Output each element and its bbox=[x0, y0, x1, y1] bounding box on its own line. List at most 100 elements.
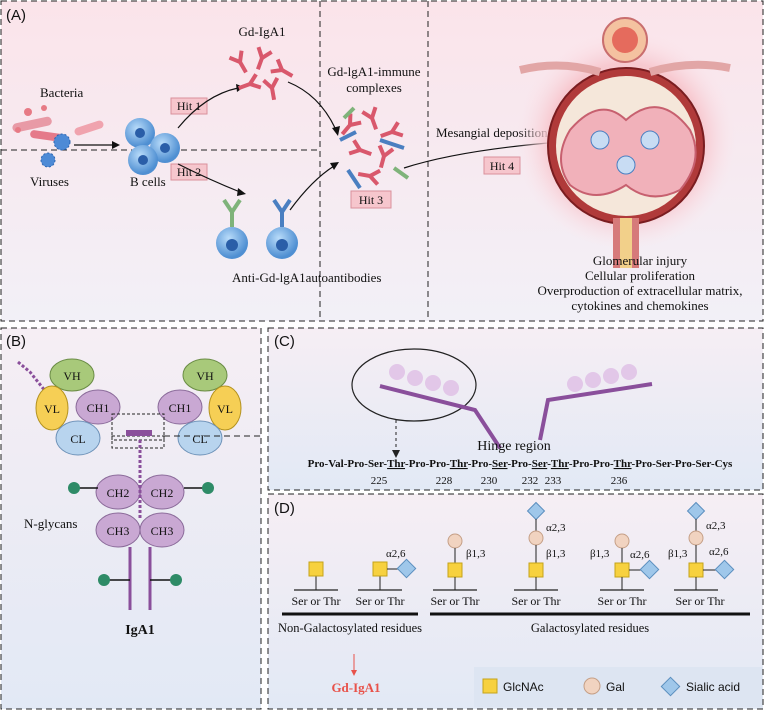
ch1-right-label: CH1 bbox=[169, 401, 192, 415]
cl-left-label: CL bbox=[70, 432, 85, 446]
hinge-glycan-chain bbox=[17, 360, 48, 393]
panel-c-frame bbox=[267, 327, 764, 491]
ch3-right-label: CH3 bbox=[151, 524, 174, 538]
residue-number-225: 225 bbox=[371, 475, 388, 487]
hit3-label: Hit 3 bbox=[359, 193, 383, 207]
sialic-diamond-4 bbox=[526, 501, 546, 521]
infection-arrowhead bbox=[112, 141, 120, 149]
sequence-site-7: Ser bbox=[532, 458, 548, 470]
alpha26-label-6: α2,6 bbox=[709, 546, 729, 558]
ch2-left-label: CH2 bbox=[107, 486, 130, 500]
sequence-site-11: Thr bbox=[614, 458, 632, 470]
bacteria-icon bbox=[12, 105, 104, 142]
vl-left bbox=[35, 385, 69, 431]
sequence-segment-4: -Pro- bbox=[468, 458, 493, 470]
legend-gal-label: Gal bbox=[606, 680, 625, 694]
ser-thr-label-6: Ser or Thr bbox=[675, 594, 724, 608]
b-cells-icon bbox=[125, 118, 180, 175]
outcome-line4: cytokines and chemokines bbox=[571, 298, 708, 313]
ser-thr-label-3: Ser or Thr bbox=[430, 594, 479, 608]
hit2-arrowhead bbox=[237, 188, 246, 196]
autoantibody-cells-icon bbox=[216, 198, 298, 259]
alpha23-label-4: α2,3 bbox=[546, 522, 566, 534]
beta13-label-5: β1,3 bbox=[590, 548, 610, 560]
panel-b: (B) VH VL CH1 CL VH VL CH1 CL CH2 CH2 CH… bbox=[0, 327, 262, 710]
hit2-label: Hit 2 bbox=[177, 165, 201, 179]
glcnac-square-3 bbox=[447, 562, 463, 578]
gal-circle-4 bbox=[528, 530, 544, 546]
residue-numbers: 225 228 230 232 233 236 bbox=[371, 475, 628, 487]
gd-pointer-arrowhead bbox=[351, 670, 357, 676]
vh-right-label: VH bbox=[196, 369, 214, 383]
gal-circle-5 bbox=[614, 533, 630, 549]
nglycans-label: N-glycans bbox=[24, 516, 77, 531]
vl-right bbox=[208, 385, 242, 431]
glycan-structure-6: α2,3 β1,3 α2,6 Ser or Thr bbox=[668, 501, 735, 608]
viruses-label: Viruses bbox=[30, 174, 69, 189]
sequence-segment-2: -Pro-Pro- bbox=[405, 458, 450, 470]
iga1-title: IgA1 bbox=[125, 623, 155, 638]
hit1-box bbox=[170, 97, 208, 115]
hit2-box bbox=[170, 163, 208, 181]
glcnac-square-1 bbox=[308, 561, 324, 577]
nglycan-ur bbox=[202, 482, 214, 494]
b-cells-label: B cells bbox=[130, 174, 166, 189]
glycan-highlight-ellipse bbox=[351, 348, 477, 422]
vl-right-label: VL bbox=[217, 402, 233, 416]
glycan-structure-5: β1,3 α2,6 Ser or Thr bbox=[590, 533, 660, 608]
legend-glcnac-icon bbox=[482, 678, 498, 694]
sequence-site-9: Thr bbox=[551, 458, 569, 470]
ch3-right bbox=[139, 512, 185, 548]
hinge-chain-right bbox=[538, 382, 653, 441]
ch2-right-label: CH2 bbox=[151, 486, 174, 500]
glycan-structure-1: Ser or Thr bbox=[291, 561, 341, 608]
immune-complexes-icon bbox=[334, 105, 410, 190]
panel-c: (C) Hinge region Pro-Val-Pro-Ser-Thr-Pro… bbox=[267, 327, 764, 491]
cl-left bbox=[55, 420, 101, 456]
ab-to-complex-arrowhead bbox=[330, 162, 339, 170]
sequence-segment-12: -Pro-Ser-Pro-Ser-Cys bbox=[632, 458, 734, 470]
glcnac-square-5 bbox=[614, 562, 630, 578]
hit1-arrow bbox=[177, 87, 239, 129]
alpha26-label-5: α2,6 bbox=[630, 549, 650, 561]
gd-iga1-label: Gd-IgA1 bbox=[239, 24, 286, 39]
virus-icon bbox=[40, 133, 71, 168]
vh-left-label: VH bbox=[63, 369, 81, 383]
legend-gal-icon bbox=[583, 677, 601, 695]
hit4-label: Hit 4 bbox=[490, 159, 514, 173]
sequence-segment-0: Pro-Val-Pro-Ser- bbox=[308, 458, 388, 470]
hit1-label: Hit 1 bbox=[177, 99, 201, 113]
hinge-region-label: Hinge region bbox=[477, 439, 550, 454]
hinge-sequence: Pro-Val-Pro-Ser-Thr-Pro-Pro-Thr-Pro-Ser-… bbox=[308, 458, 733, 470]
gal-label: Galactosylated residues bbox=[531, 621, 649, 635]
glycan-structure-2: α2,6 Ser or Thr bbox=[355, 548, 417, 608]
sequence-site-3: Thr bbox=[450, 458, 468, 470]
sialic-diamond-5 bbox=[639, 559, 660, 580]
hit3-box bbox=[350, 190, 392, 209]
sequence-segment-10: -Pro-Pro- bbox=[569, 458, 614, 470]
o-glycans-left bbox=[389, 364, 459, 396]
sialic-diamond-2 bbox=[396, 558, 417, 579]
gal-circle-6 bbox=[688, 530, 704, 546]
ser-thr-label-4: Ser or Thr bbox=[511, 594, 560, 608]
ser-thr-label-1: Ser or Thr bbox=[291, 594, 340, 608]
alpha23-label-6: α2,3 bbox=[706, 520, 726, 532]
ch1-left bbox=[75, 389, 121, 425]
sialic-diamond-6b bbox=[714, 559, 735, 580]
complex-label-line1: Gd-lgA1-immune bbox=[327, 64, 420, 79]
sequence-segment-6: -Pro- bbox=[507, 458, 532, 470]
legend-sialic-icon bbox=[660, 676, 681, 697]
glomerulus-icon bbox=[516, 17, 736, 268]
panel-d: (D) Ser or Thr α2,6 Ser or Thr β1,3 Se bbox=[267, 493, 764, 710]
complex-label-line2: complexes bbox=[346, 80, 402, 95]
residue-number-230: 230 bbox=[481, 475, 498, 487]
outcome-line1: Glomerular injury bbox=[593, 253, 688, 268]
vl-left-label: VL bbox=[44, 402, 60, 416]
cl-right-label: CL bbox=[192, 432, 207, 446]
hinge-chain-left bbox=[379, 384, 502, 450]
panel-b-label: (B) bbox=[6, 333, 26, 350]
vh-right bbox=[182, 358, 228, 392]
nglycan-ll bbox=[98, 574, 110, 586]
residue-number-228: 228 bbox=[436, 475, 453, 487]
